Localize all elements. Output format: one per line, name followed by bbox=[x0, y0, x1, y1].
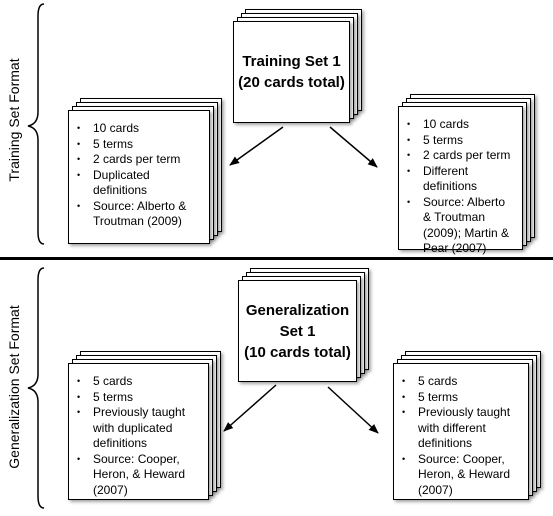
generalization-center-subtitle: (10 cards total) bbox=[244, 343, 351, 361]
list-item: 5 cards bbox=[77, 374, 202, 390]
generalization-left-card: 5 cards 5 terms Previously taught with d… bbox=[68, 363, 209, 500]
training-left-list: 10 cards 5 terms 2 cards per term Duplic… bbox=[69, 111, 209, 230]
list-item: 2 cards per term bbox=[77, 152, 203, 168]
generalization-center-card: Generalization Set 1 (10 cards total) bbox=[238, 280, 357, 382]
list-item: Duplicated definitions bbox=[77, 168, 203, 199]
list-item: 10 cards bbox=[407, 117, 516, 133]
list-item: Different definitions bbox=[407, 164, 516, 195]
list-item: 5 cards bbox=[402, 374, 522, 390]
generalization-center-title: Generalization Set 1 bbox=[245, 301, 350, 340]
generalization-set-format-label: Generalization Set Format bbox=[6, 305, 22, 469]
arrow-training-left bbox=[229, 126, 284, 166]
arrow-training-right bbox=[329, 126, 378, 168]
list-item: Source: Cooper, Heron, & Heward (2007) bbox=[77, 452, 202, 499]
generalization-center-card-stack: Generalization Set 1 (10 cards total) bbox=[238, 268, 369, 382]
generalization-left-list: 5 cards 5 terms Previously taught with d… bbox=[69, 364, 208, 498]
list-item: 5 terms bbox=[407, 133, 516, 149]
list-item: 2 cards per term bbox=[407, 148, 516, 164]
training-center-card: Training Set 1 (20 cards total) bbox=[233, 21, 350, 123]
list-item: Previously taught with duplicated defini… bbox=[77, 405, 202, 452]
training-brace bbox=[27, 3, 45, 245]
generalization-left-card-stack: 5 cards 5 terms Previously taught with d… bbox=[68, 351, 221, 500]
section-divider bbox=[0, 257, 553, 260]
list-item: 5 terms bbox=[402, 390, 522, 406]
training-right-card-stack: 10 cards 5 terms 2 cards per term Differ… bbox=[398, 94, 535, 255]
training-center-subtitle: (20 cards total) bbox=[238, 74, 345, 91]
training-right-list: 10 cards 5 terms 2 cards per term Differ… bbox=[399, 107, 522, 257]
list-item: 5 terms bbox=[77, 390, 202, 406]
list-item: Previously taught with different definit… bbox=[402, 405, 522, 452]
generalization-right-list: 5 cards 5 terms Previously taught with d… bbox=[394, 364, 528, 498]
generalization-right-card: 5 cards 5 terms Previously taught with d… bbox=[393, 363, 529, 500]
training-left-card: 10 cards 5 terms 2 cards per term Duplic… bbox=[68, 110, 210, 244]
arrow-generalization-left bbox=[223, 384, 277, 432]
training-right-card: 10 cards 5 terms 2 cards per term Differ… bbox=[398, 106, 523, 255]
list-item: Source: Cooper, Heron, & Heward (2007) bbox=[402, 452, 522, 499]
arrow-generalization-right bbox=[327, 386, 379, 434]
list-item: 10 cards bbox=[77, 121, 203, 137]
generalization-right-card-stack: 5 cards 5 terms Previously taught with d… bbox=[393, 351, 541, 500]
training-center-title: Training Set 1 bbox=[242, 53, 341, 70]
training-set-format-label: Training Set Format bbox=[6, 58, 22, 182]
list-item: Source: Alberto & Troutman (2009) bbox=[77, 199, 203, 230]
training-left-card-stack: 10 cards 5 terms 2 cards per term Duplic… bbox=[68, 98, 222, 244]
list-item: 5 terms bbox=[77, 137, 203, 153]
generalization-brace bbox=[27, 267, 45, 509]
list-item: Source: Alberto & Troutman (2009); Marti… bbox=[407, 195, 516, 257]
training-center-card-stack: Training Set 1 (20 cards total) bbox=[233, 9, 362, 123]
